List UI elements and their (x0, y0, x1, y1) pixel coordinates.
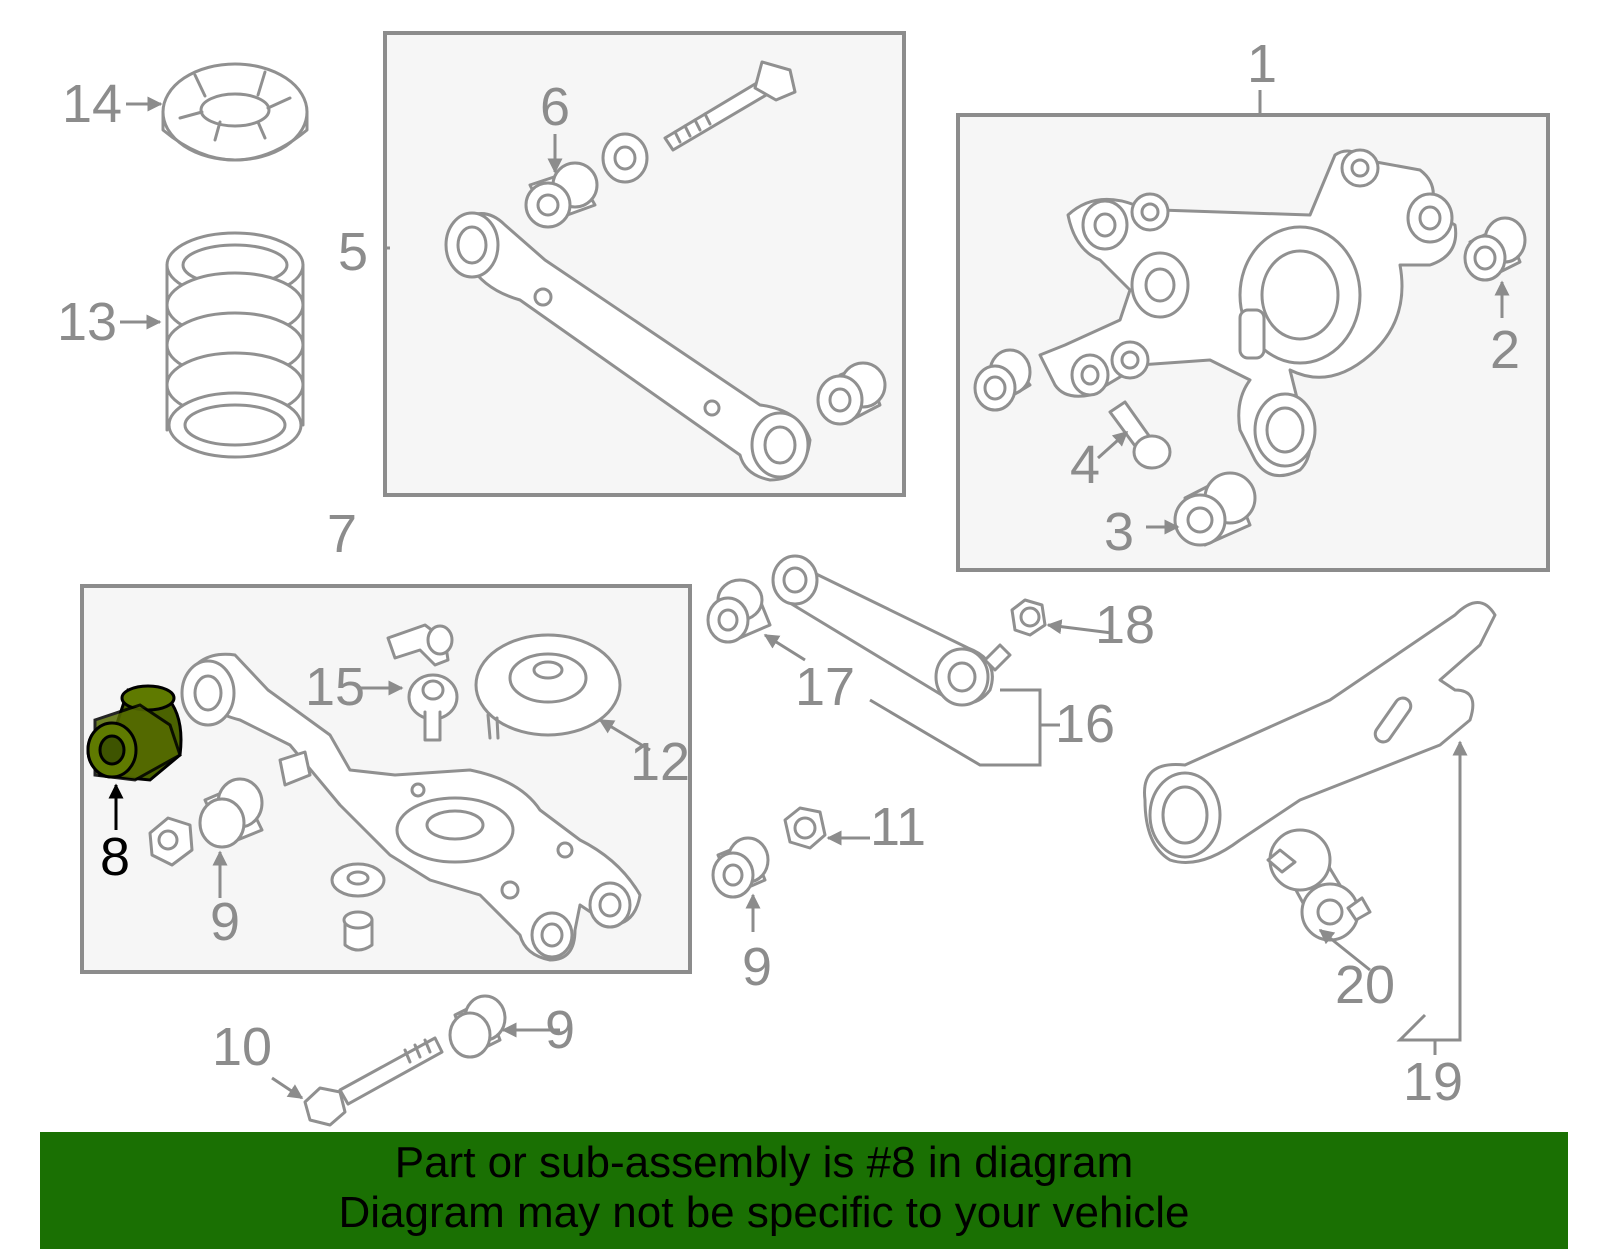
callout-17: 17 (795, 657, 855, 717)
lateral-arm-5 (444, 211, 812, 482)
washer-5 (601, 132, 649, 184)
bushing-20 (1266, 828, 1372, 942)
bushing-knuckle-left (973, 348, 1032, 412)
bushing-7-small (342, 910, 374, 952)
nut-11 (783, 806, 827, 850)
bushing-9-a (198, 777, 264, 849)
trailing-arm-19 (1143, 601, 1497, 864)
callout-9-b: 9 (742, 937, 772, 997)
nut-7 (148, 816, 194, 867)
callout-5: 5 (338, 222, 368, 282)
lower-arm-7 (180, 652, 642, 962)
callout-9-a: 9 (210, 892, 240, 952)
callout-19: 19 (1403, 1052, 1463, 1112)
knuckle-1 (1038, 148, 1458, 478)
bushing-6 (524, 161, 599, 229)
callout-2: 2 (1490, 320, 1520, 380)
callout-4: 4 (1070, 435, 1100, 495)
bushing-3 (1173, 471, 1257, 547)
nut-18 (1010, 598, 1047, 637)
callout-1: 1 (1247, 34, 1277, 94)
callout-14: 14 (62, 74, 122, 134)
ball-joint-15 (386, 623, 459, 742)
callout-12: 12 (630, 732, 690, 792)
callout-8: 8 (100, 827, 130, 887)
bushing-8-highlighted (86, 684, 183, 782)
callout-7: 7 (327, 504, 357, 564)
callout-18: 18 (1095, 595, 1155, 655)
coil-spring-13 (165, 231, 305, 459)
bushing-2 (1463, 216, 1527, 282)
callout-16: 16 (1055, 694, 1115, 754)
callout-6: 6 (540, 77, 570, 137)
banner-line-2: Diagram may not be specific to your vehi… (338, 1188, 1190, 1237)
callout-9-c: 9 (545, 1000, 575, 1060)
callout-3: 3 (1104, 502, 1134, 562)
mount-12 (474, 633, 622, 740)
callout-13: 13 (57, 292, 117, 352)
spring-seat-14 (161, 62, 309, 162)
bushing-17 (706, 578, 772, 644)
bushing-9-b (711, 836, 770, 899)
bolt-10 (303, 1036, 444, 1127)
washer-7 (330, 862, 386, 898)
callout-15: 15 (305, 657, 365, 717)
callout-11: 11 (870, 797, 926, 857)
callout-20: 20 (1335, 955, 1395, 1015)
info-banner: Part or sub-assembly is #8 in diagram Di… (40, 1132, 1568, 1249)
pin-4 (1108, 400, 1172, 470)
bushing-5-end (816, 361, 887, 426)
bolt-5 (663, 60, 797, 152)
callout-10: 10 (212, 1017, 272, 1077)
bushing-9-c (448, 994, 507, 1059)
banner-line-1: Part or sub-assembly is #8 in diagram (394, 1138, 1134, 1187)
upper-link-16 (771, 554, 1012, 707)
